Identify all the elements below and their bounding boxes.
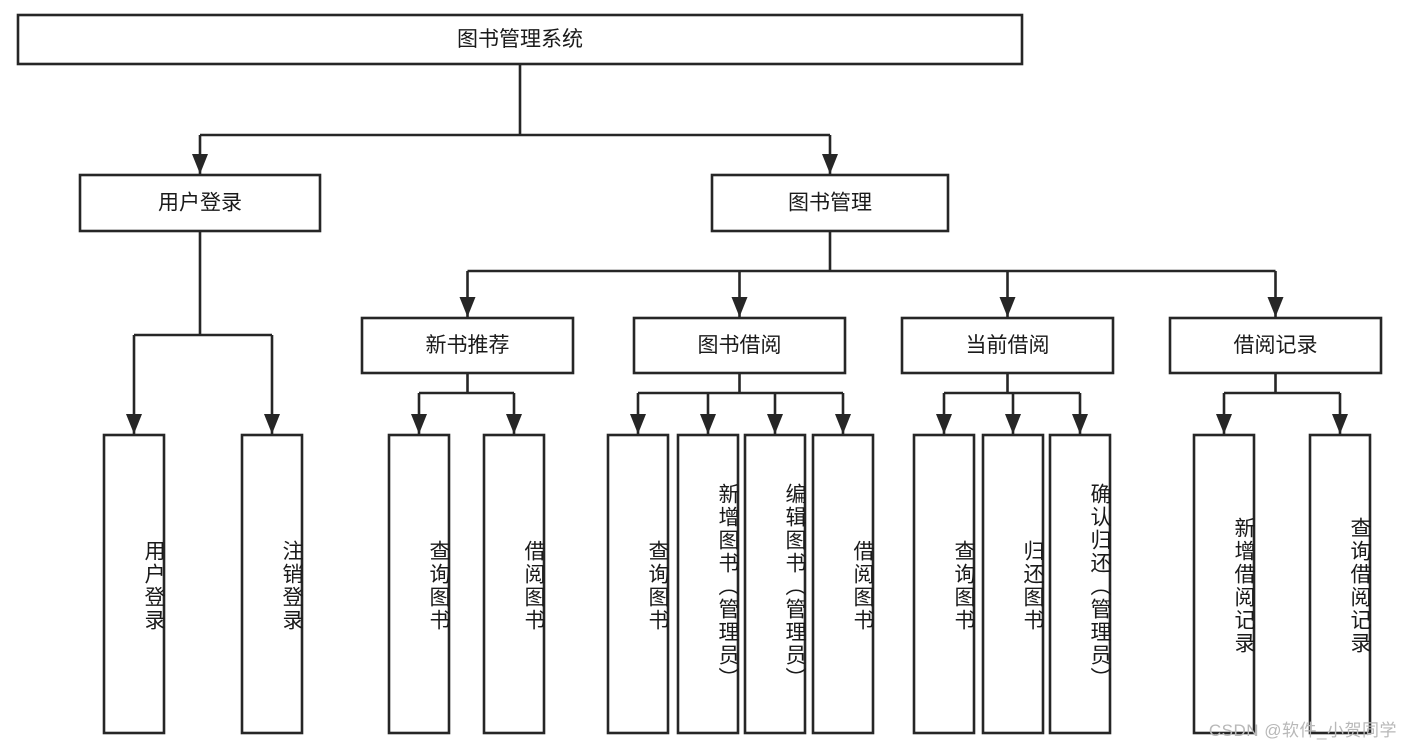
arrow-head-icon bbox=[1332, 414, 1348, 434]
edges-layer bbox=[126, 64, 1348, 434]
node-box bbox=[743, 433, 807, 735]
arrow-head-icon bbox=[1072, 414, 1088, 434]
node-box bbox=[912, 433, 976, 735]
arrow-head-icon bbox=[126, 414, 142, 434]
arrow-head-icon bbox=[822, 154, 838, 174]
node-leaf-confirm-return[interactable] bbox=[1048, 433, 1112, 735]
arrow-head-icon bbox=[700, 414, 716, 434]
node-new-book-rec[interactable]: 新书推荐 bbox=[360, 316, 575, 375]
node-borrow-record[interactable]: 借阅记录 bbox=[1168, 316, 1383, 375]
node-box bbox=[387, 433, 451, 735]
node-leaf-add-book[interactable] bbox=[676, 433, 740, 735]
arrow-head-icon bbox=[999, 297, 1016, 317]
arrow-head-icon bbox=[767, 414, 783, 434]
node-book-borrow[interactable]: 图书借阅 bbox=[632, 316, 847, 375]
node-box bbox=[360, 316, 575, 375]
node-box bbox=[240, 433, 304, 735]
node-label: 图书借阅 bbox=[698, 334, 782, 357]
node-leaf-borrow-book-2[interactable] bbox=[811, 433, 875, 735]
node-label: 图书管理 bbox=[788, 192, 872, 215]
node-label: 当前借阅 bbox=[966, 334, 1050, 357]
node-user-login[interactable]: 用户登录 bbox=[78, 173, 322, 233]
node-box bbox=[482, 433, 546, 735]
node-leaf-query-book-1[interactable] bbox=[387, 433, 451, 735]
arrow-head-icon bbox=[1267, 297, 1284, 317]
arrow-head-icon bbox=[192, 154, 208, 174]
node-box bbox=[632, 316, 847, 375]
node-box bbox=[981, 433, 1045, 735]
node-leaf-logout[interactable] bbox=[240, 433, 304, 735]
node-leaf-borrow-book-1[interactable] bbox=[482, 433, 546, 735]
node-box bbox=[606, 433, 670, 735]
node-leaf-query-book-3[interactable] bbox=[912, 433, 976, 735]
arrow-head-icon bbox=[1216, 414, 1232, 434]
node-box bbox=[1168, 316, 1383, 375]
arrow-head-icon bbox=[936, 414, 952, 434]
arrow-head-icon bbox=[506, 414, 522, 434]
node-box bbox=[900, 316, 1115, 375]
node-current-borrow[interactable]: 当前借阅 bbox=[900, 316, 1115, 375]
arrow-head-icon bbox=[459, 297, 476, 317]
node-box bbox=[102, 433, 166, 735]
node-leaf-query-book-2[interactable] bbox=[606, 433, 670, 735]
node-box bbox=[811, 433, 875, 735]
node-box bbox=[1192, 433, 1256, 735]
arrow-head-icon bbox=[630, 414, 646, 434]
arrow-head-icon bbox=[835, 414, 851, 434]
arrow-head-icon bbox=[411, 414, 427, 434]
node-book-manage[interactable]: 图书管理 bbox=[710, 173, 950, 233]
node-leaf-user-login[interactable] bbox=[102, 433, 166, 735]
node-box bbox=[710, 173, 950, 233]
node-box bbox=[16, 13, 1024, 66]
watermark-text: CSDN @软件_小贺同学 bbox=[1208, 721, 1397, 740]
arrow-head-icon bbox=[1005, 414, 1021, 434]
node-label: 借阅记录 bbox=[1234, 334, 1318, 357]
node-label: 图书管理系统 bbox=[457, 28, 583, 51]
arrow-head-icon bbox=[731, 297, 748, 317]
arrow-head-icon bbox=[264, 414, 280, 434]
node-root[interactable]: 图书管理系统 bbox=[16, 13, 1024, 66]
node-label: 用户登录 bbox=[158, 192, 242, 215]
node-box bbox=[1308, 433, 1372, 735]
node-box bbox=[1048, 433, 1112, 735]
node-leaf-return-book[interactable] bbox=[981, 433, 1045, 735]
node-leaf-add-record[interactable] bbox=[1192, 433, 1256, 735]
node-box bbox=[676, 433, 740, 735]
node-box bbox=[78, 173, 322, 233]
node-leaf-edit-book[interactable] bbox=[743, 433, 807, 735]
node-leaf-query-record[interactable] bbox=[1308, 433, 1372, 735]
node-label: 新书推荐 bbox=[426, 334, 510, 357]
